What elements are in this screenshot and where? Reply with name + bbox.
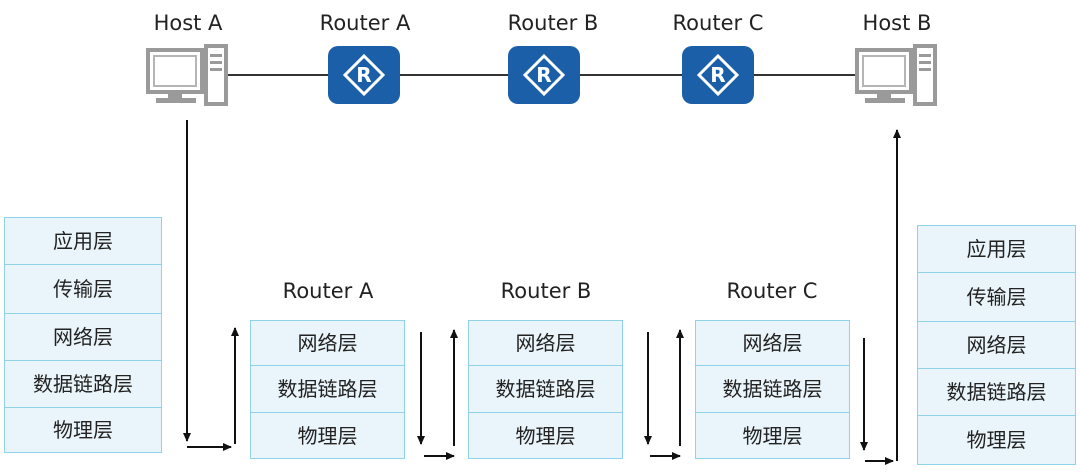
- host-a-application-layer: 应用层: [4, 217, 162, 265]
- host-a-physical-layer: 物理层: [4, 407, 162, 453]
- host-b-physical-layer: 物理层: [917, 415, 1076, 465]
- router-b-label: Router B: [507, 11, 599, 35]
- router-a-label: Router A: [319, 11, 411, 35]
- router-b-stack-title: Router B: [500, 279, 592, 303]
- host-b-application-layer: 应用层: [917, 225, 1076, 273]
- host-a-network-layer: 网络层: [4, 313, 162, 361]
- router-letter: R: [356, 63, 371, 87]
- router-a-icon: R: [328, 46, 400, 104]
- router-a-network-layer: 网络层: [250, 320, 405, 366]
- host-b-computer-icon: [855, 44, 939, 110]
- router-b-physical-layer: 物理层: [468, 412, 623, 459]
- router-letter: R: [536, 63, 551, 87]
- router-b-network-layer: 网络层: [468, 320, 623, 366]
- router-c-stack-title: Router C: [726, 279, 818, 303]
- router-a-stack-title: Router A: [282, 279, 374, 303]
- router-a-physical-layer: 物理层: [250, 412, 405, 459]
- host-b-label: Host B: [862, 11, 932, 35]
- host-a-datalink-layer: 数据链路层: [4, 360, 162, 408]
- host-a-transport-layer: 传输层: [4, 264, 162, 314]
- router-b-icon: R: [508, 46, 580, 104]
- router-c-datalink-layer: 数据链路层: [695, 365, 850, 413]
- router-c-icon: R: [682, 46, 754, 104]
- host-a-label: Host A: [153, 11, 223, 35]
- host-a-computer-icon: [146, 44, 230, 110]
- host-b-datalink-layer: 数据链路层: [917, 368, 1076, 416]
- router-c-physical-layer: 物理层: [695, 412, 850, 459]
- router-c-label: Router C: [672, 11, 764, 35]
- router-a-datalink-layer: 数据链路层: [250, 365, 405, 413]
- router-letter: R: [710, 63, 725, 87]
- host-b-transport-layer: 传输层: [917, 272, 1076, 322]
